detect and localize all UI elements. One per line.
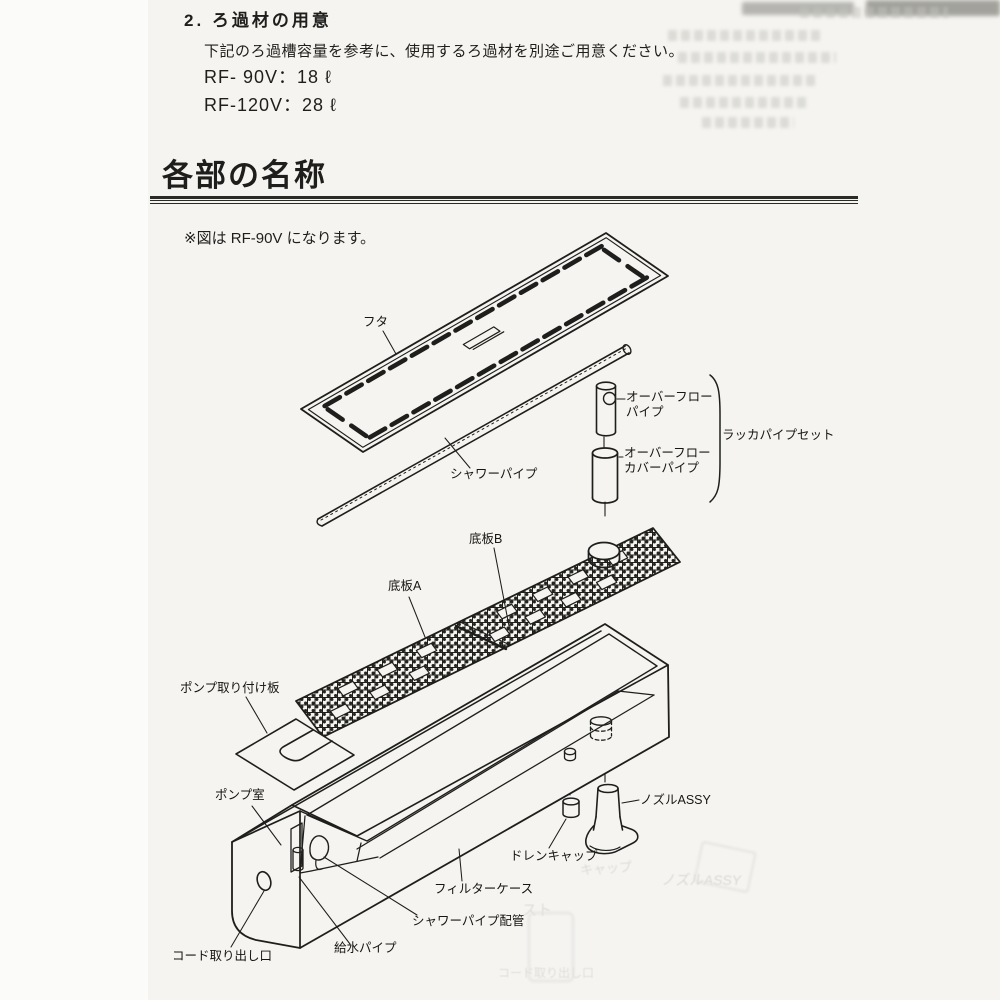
figure-note: ※図は RF-90V になります。 [184, 230, 376, 247]
ghost-text-row [668, 30, 820, 41]
lid-part [300, 232, 669, 453]
title-rule-thick [150, 196, 858, 199]
label-drain-cap: ドレンキャップ [510, 849, 598, 863]
filter-case-part [231, 623, 670, 949]
title-rule-thin [150, 203, 858, 204]
page-title: 各部の名称 [162, 158, 327, 193]
leader-lines [230, 330, 640, 948]
title-rule-mid [150, 200, 858, 202]
bottom-plates-part [295, 527, 681, 738]
cord-outlet-hole [256, 870, 272, 892]
label-bottom-plate-b: 底板B [469, 532, 503, 546]
label-cord-outlet: コード取り出し口 [172, 949, 273, 963]
ghost-text-row [678, 52, 836, 63]
overflow-pipe-part [595, 381, 617, 437]
overflow-cover-pipe-part [591, 447, 619, 504]
label-shower-pipe: シャワーパイプ [450, 467, 538, 481]
capacity-line-rf120: RF-120V：28 ℓ [204, 95, 337, 115]
label-overflow-pipe: オーバーフロー パイプ [626, 390, 713, 419]
label-pump-chamber: ポンプ室 [215, 788, 265, 802]
label-overflow-cover-pipe: オーバーフロー カバーパイプ [624, 446, 711, 475]
plate-clips [329, 550, 629, 720]
plate-overflow-ring [587, 541, 621, 569]
ghost-text-row [663, 75, 819, 86]
pump-mount-plate-part [235, 718, 355, 791]
label-pipe-set: ラッカパイプセット [722, 428, 835, 442]
label-filter-case: フィルターケース [434, 882, 534, 896]
ghost-text-row [800, 7, 948, 18]
pump-chamber-parts [290, 822, 330, 873]
label-water-supply-pipe: 給水パイプ [334, 941, 397, 955]
page-left-margin [0, 0, 148, 1000]
shower-pipe-part [316, 344, 632, 527]
ghost-text-row [680, 97, 808, 108]
case-interior-lines [299, 690, 655, 874]
nozzle-assy-part [585, 783, 639, 855]
label-bottom-plate-a: 底板A [388, 579, 422, 593]
label-lid: フタ [363, 315, 389, 329]
prep-section-heading: 2. ろ過材の用意 [184, 11, 332, 30]
plate-divider [454, 624, 508, 651]
pipe-set-bracket [709, 374, 721, 503]
ghost-text-row [702, 117, 794, 128]
capacity-line-rf90: RF- 90V：18 ℓ [204, 67, 332, 87]
drain-cap-part [562, 716, 613, 819]
prep-instruction: 下記のろ過槽容量を参考に、使用するろ過材を別途ご用意ください。 [204, 43, 685, 60]
ghost-shape-bottle [528, 912, 574, 982]
label-nozzle-assy: ノズルASSY [640, 793, 711, 807]
label-shower-pipe-piping: シャワーパイプ配管 [412, 914, 525, 928]
label-pump-mount-plate: ポンプ取り付け板 [180, 681, 280, 695]
